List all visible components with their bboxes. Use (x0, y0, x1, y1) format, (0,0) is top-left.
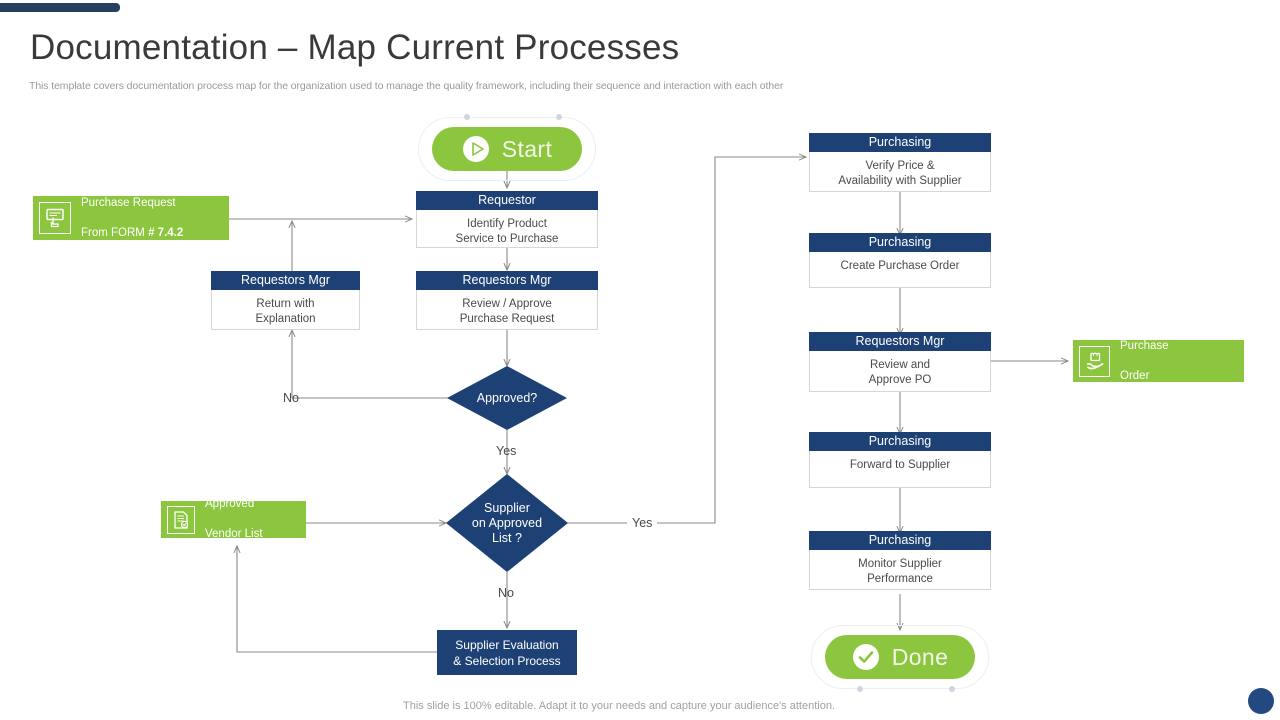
process-create-purchase-order[interactable]: Purchasing Create Purchase Order (809, 233, 991, 288)
decision-supplier-on-list[interactable]: Supplier on Approved List ? (446, 474, 568, 572)
process-role: Purchasing (809, 432, 991, 451)
branch-label-supplier-no: No (498, 586, 514, 600)
branch-label-approved-yes: Yes (496, 444, 517, 458)
form-click-icon (39, 202, 71, 234)
process-task: Identify Product Service to Purchase (455, 218, 559, 245)
process-task: Review / Approve Purchase Request (459, 298, 555, 325)
play-circle-icon (462, 136, 489, 162)
done-terminator[interactable]: Done (811, 625, 989, 692)
doc-line-1: Purchase (1120, 339, 1169, 352)
done-dot-left (857, 686, 863, 692)
process-role: Requestor (416, 191, 598, 210)
process-role: Requestors Mgr (211, 271, 360, 290)
page-subtitle: This template covers documentation proce… (29, 80, 784, 92)
process-return-with-explanation[interactable]: Requestors Mgr Return with Explanation (211, 271, 360, 330)
hand-bag-icon (1079, 345, 1110, 377)
done-pill[interactable]: Done (825, 635, 975, 679)
document-check-icon (167, 505, 195, 534)
process-task: Return with Explanation (255, 298, 316, 325)
process-supplier-evaluation-label: Supplier Evaluation & Selection Process (453, 637, 561, 668)
branch-label-approved-no: No (283, 391, 299, 405)
start-outline (418, 117, 596, 181)
process-role: Requestors Mgr (809, 332, 991, 351)
start-pill[interactable]: Start (432, 127, 582, 171)
process-task: Review and Approve PO (868, 359, 932, 386)
process-review-approve-request[interactable]: Requestors Mgr Review / Approve Purchase… (416, 271, 598, 330)
process-role: Purchasing (809, 133, 991, 152)
doc-line-2: Vendor List (205, 528, 263, 540)
process-task: Forward to Supplier (849, 459, 951, 471)
decision-label: Supplier on Approved List ? (471, 500, 543, 545)
process-identify-product[interactable]: Requestor Identify Product Service to Pu… (416, 191, 598, 248)
process-supplier-evaluation[interactable]: Supplier Evaluation & Selection Process (437, 630, 577, 675)
corner-dot-decoration (1248, 688, 1274, 714)
start-label: Start (501, 135, 553, 162)
process-monitor-supplier[interactable]: Purchasing Monitor Supplier Performance (809, 531, 991, 590)
check-circle-icon (852, 644, 879, 670)
process-forward-to-supplier[interactable]: Purchasing Forward to Supplier (809, 432, 991, 488)
start-terminator[interactable]: Start (418, 114, 596, 181)
doc-approved-vendor-list-label: Approved Vendor List (205, 482, 263, 557)
process-task: Verify Price & Availability with Supplie… (838, 160, 962, 187)
doc-purchase-request-label: Purchase Request From FORM # 7.4.2 (81, 181, 183, 256)
decision-approved[interactable]: Approved? (447, 366, 567, 430)
doc-line-2: Order (1120, 369, 1150, 382)
branch-label-supplier-yes: Yes (627, 516, 658, 530)
process-role: Purchasing (809, 233, 991, 252)
doc-line-1: Purchase Request (81, 196, 176, 209)
process-review-approve-po[interactable]: Requestors Mgr Review and Approve PO (809, 332, 991, 392)
page-title: Documentation – Map Current Processes (30, 28, 680, 67)
start-dot-left (464, 114, 470, 120)
doc-line-1: Approved (205, 498, 255, 510)
doc-approved-vendor-list[interactable]: Approved Vendor List (161, 498, 306, 540)
done-dot-right (949, 686, 955, 692)
start-dot-right (556, 114, 562, 120)
doc-purchase-order[interactable]: Purchase Order (1073, 340, 1244, 382)
done-label: Done (891, 643, 949, 670)
process-task: Monitor Supplier Performance (858, 558, 942, 585)
process-role: Requestors Mgr (416, 271, 598, 290)
process-role: Purchasing (809, 531, 991, 550)
doc-purchase-order-label: Purchase Order (1120, 324, 1169, 399)
done-outline (811, 625, 989, 689)
decision-label: Approved? (476, 390, 538, 405)
doc-purchase-request[interactable]: Purchase Request From FORM # 7.4.2 (33, 196, 229, 240)
accent-bar (0, 3, 120, 12)
process-verify-price[interactable]: Purchasing Verify Price & Availability w… (809, 133, 991, 192)
doc-line-2: From FORM # 7.4.2 (81, 226, 184, 239)
process-task: Create Purchase Order (840, 260, 960, 272)
footer-note: This slide is 100% editable. Adapt it to… (403, 700, 835, 712)
